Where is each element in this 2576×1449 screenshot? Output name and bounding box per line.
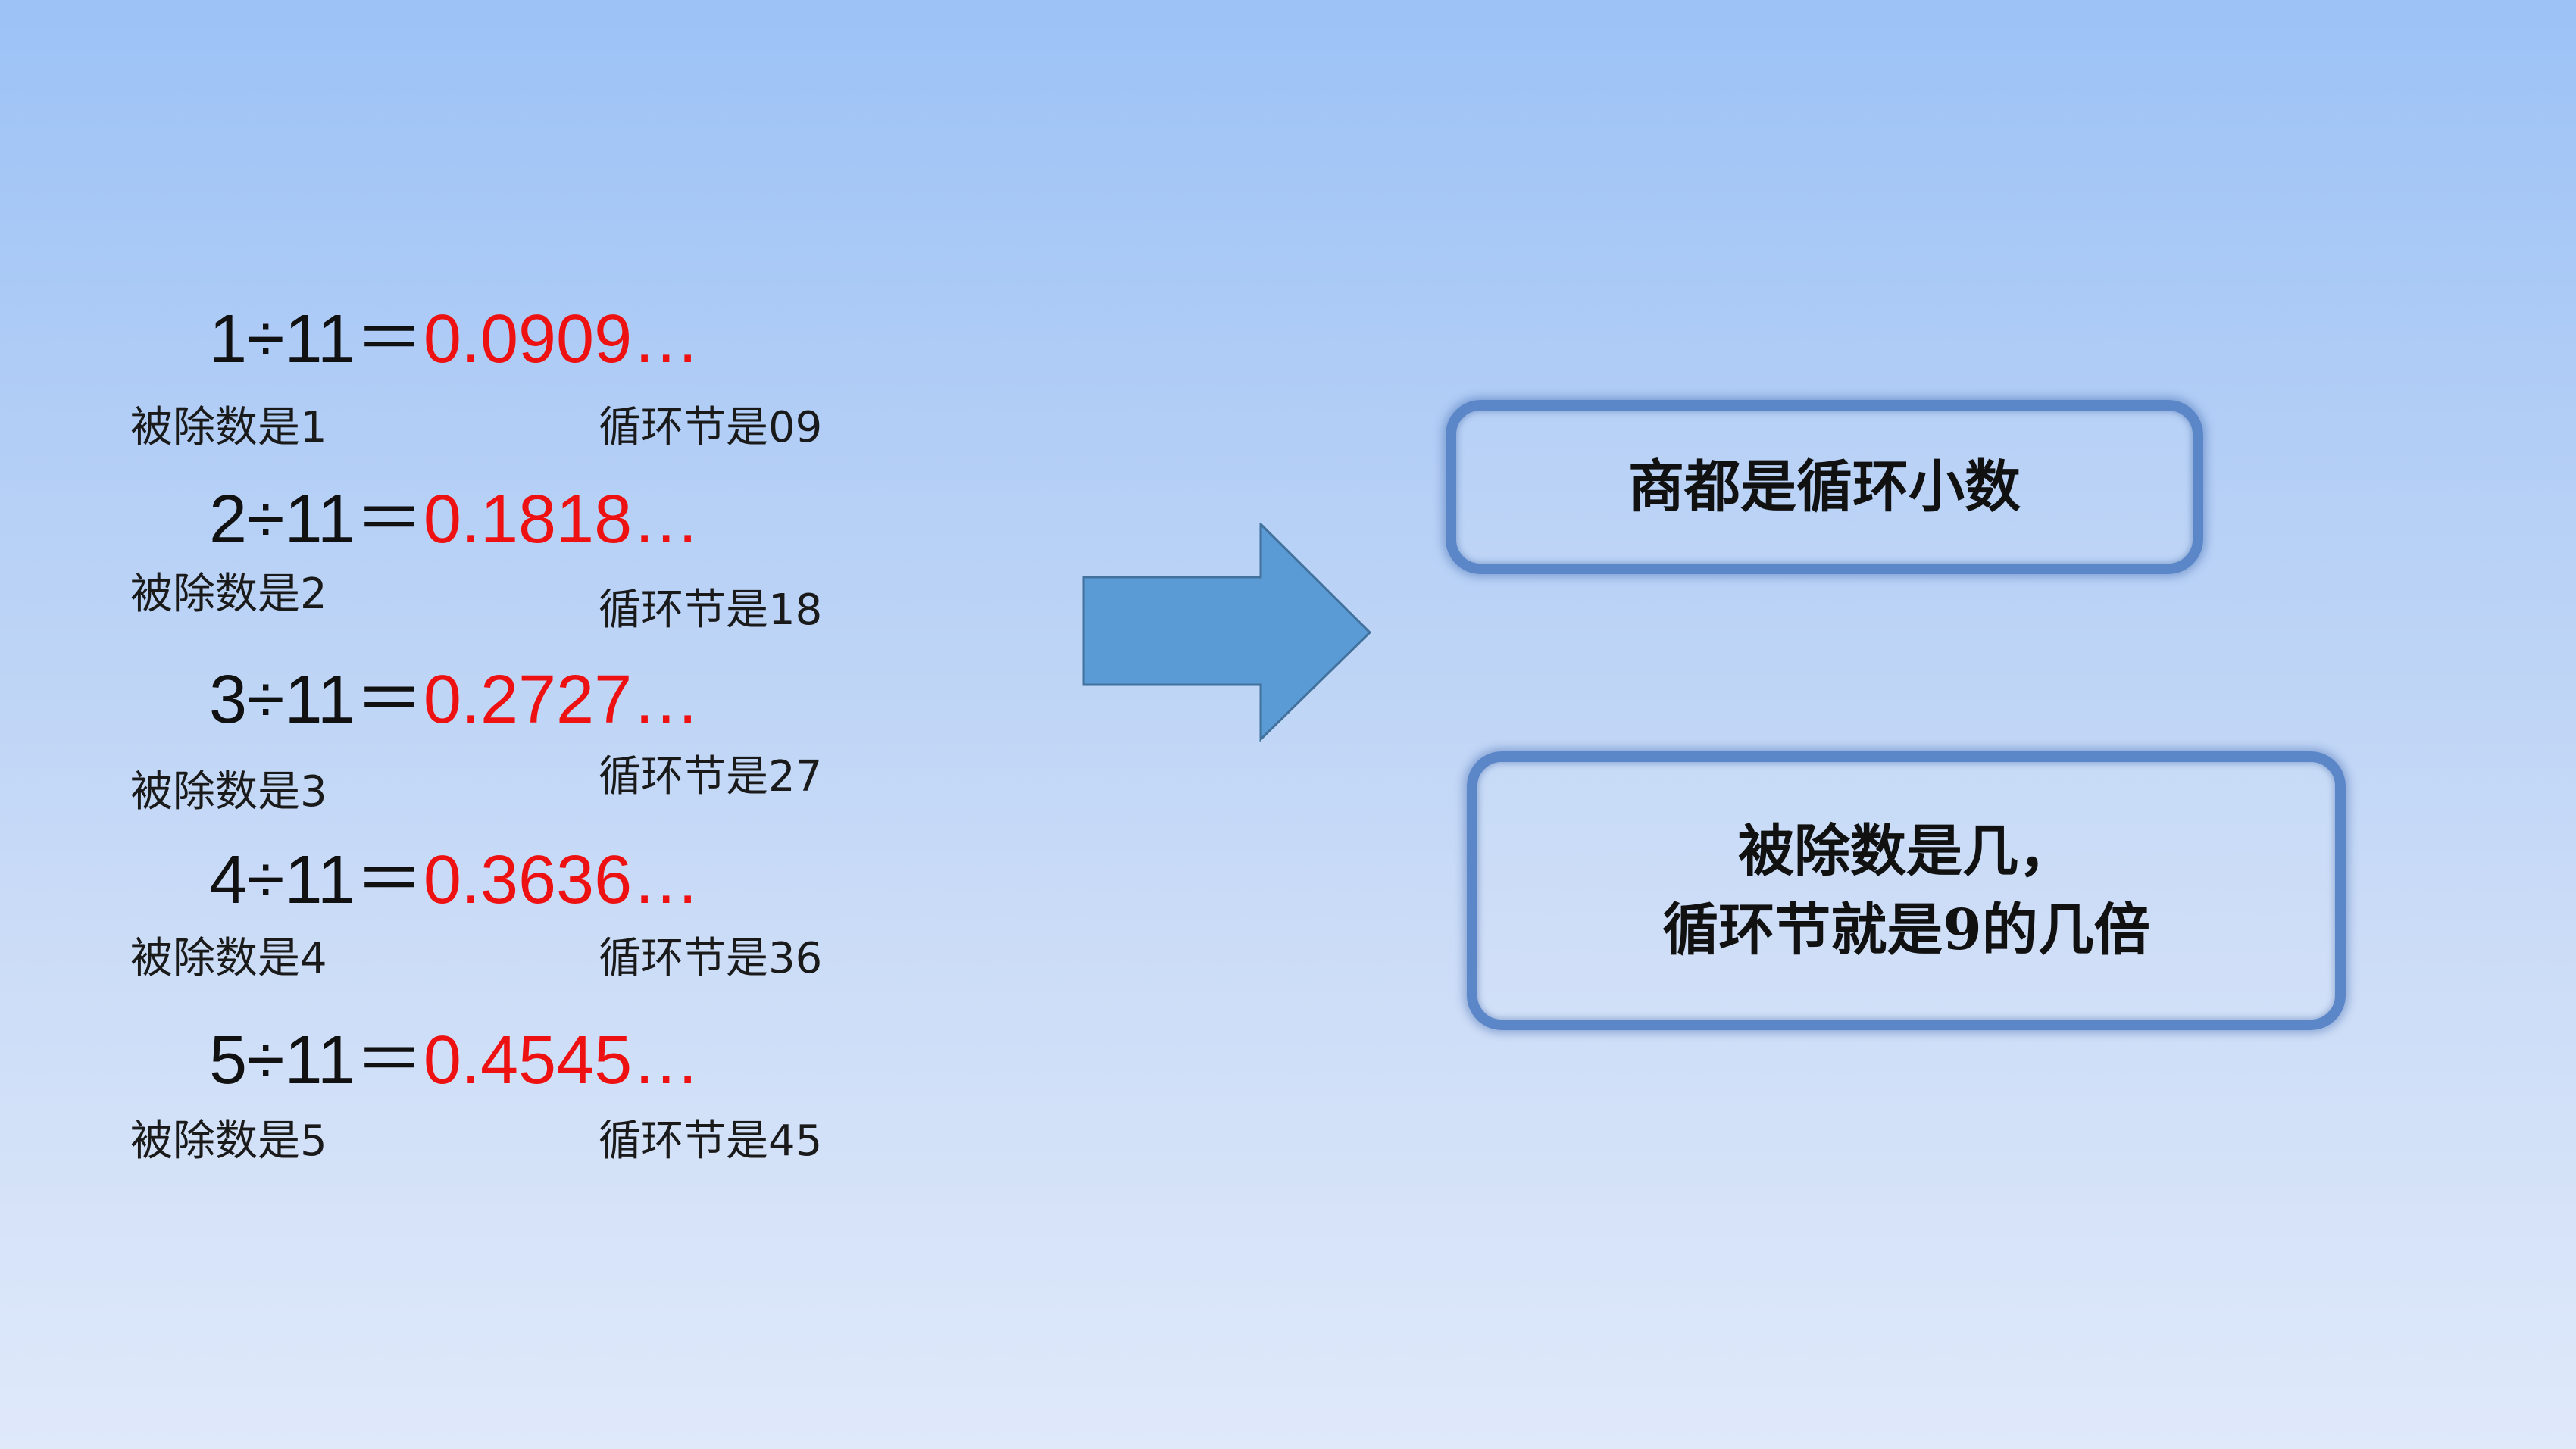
conclusion-text: 被除数是几， 循环节就是9的几倍 — [1662, 812, 2150, 970]
quotient-value: 0.2727… — [423, 662, 701, 738]
conclusion-text: 商都是循环小数 — [1628, 454, 2021, 520]
equation-row: 1÷11＝0.0909… — [209, 298, 700, 381]
equation-row: 3÷11＝0.2727… — [209, 658, 700, 742]
division-expression: 5÷11＝ — [209, 1023, 424, 1098]
division-expression: 4÷11＝ — [209, 842, 424, 918]
conclusion-line: 循环节就是9的几倍 — [1662, 898, 2150, 963]
cycle-label: 循环节是27 — [599, 752, 823, 801]
cycle-label: 循环节是18 — [599, 586, 823, 635]
dividend-label: 被除数是5 — [130, 1116, 327, 1166]
dividend-label: 被除数是3 — [130, 767, 327, 817]
division-expression: 1÷11＝ — [209, 301, 424, 377]
quotient-value: 0.0909… — [423, 301, 701, 377]
division-expression: 3÷11＝ — [209, 662, 424, 738]
dividend-label: 被除数是2 — [130, 570, 327, 619]
quotient-value: 0.3636… — [423, 842, 701, 918]
conclusion-box-quotient: 商都是循环小数 — [1446, 400, 2203, 574]
equation-row: 2÷11＝0.1818… — [209, 478, 700, 561]
equation-row: 5÷11＝0.4545… — [209, 1019, 700, 1102]
quotient-value: 0.1818… — [423, 482, 701, 557]
right-arrow-icon — [1082, 523, 1372, 742]
dividend-label: 被除数是4 — [130, 934, 327, 983]
cycle-label: 循环节是45 — [599, 1116, 823, 1166]
cycle-label: 循环节是36 — [599, 934, 823, 983]
conclusion-box-cycle: 被除数是几， 循环节就是9的几倍 — [1467, 751, 2346, 1030]
quotient-value: 0.4545… — [423, 1023, 701, 1098]
conclusion-line: 被除数是几， — [1738, 819, 2074, 884]
equation-row: 4÷11＝0.3636… — [209, 838, 700, 922]
division-expression: 2÷11＝ — [209, 482, 424, 557]
dividend-label: 被除数是1 — [130, 403, 327, 452]
cycle-label: 循环节是09 — [599, 403, 823, 452]
